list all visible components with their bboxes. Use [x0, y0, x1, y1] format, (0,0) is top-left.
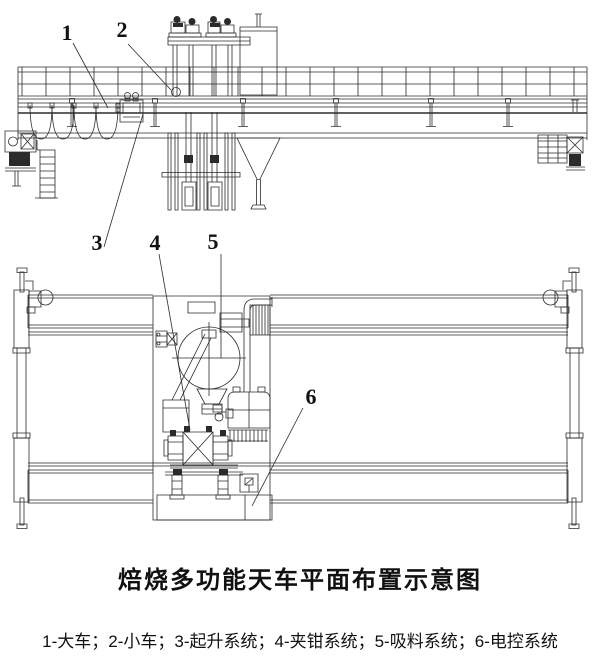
- callout-2-number: 2: [117, 17, 128, 42]
- callout-4: 4: [150, 230, 191, 430]
- clamp-cylinder-right: [216, 469, 230, 499]
- elevation-view: [5, 14, 587, 210]
- travel-motor-left: [25, 281, 53, 313]
- callout-2: 2: [117, 17, 172, 90]
- discharge-hopper: [197, 389, 227, 414]
- platform-tank: [240, 14, 277, 95]
- railing-posts: [22, 67, 574, 96]
- trolley-rail-bottom: [28, 463, 568, 466]
- buffer-top-left: [17, 268, 27, 292]
- callout-5-number: 5: [208, 229, 219, 254]
- access-ladder: [35, 140, 58, 198]
- clamp-cylinder-left: [170, 469, 184, 499]
- inclined-arm: [163, 334, 211, 432]
- crane-drawing: 1 2 3 4 5 6: [0, 0, 600, 545]
- callout-5: 5: [208, 229, 222, 358]
- electric-control-cabinet: [157, 495, 272, 520]
- end-carriage-right-plan: [543, 268, 583, 529]
- plan-view: [13, 268, 583, 529]
- callout-1: 1: [62, 20, 109, 108]
- callout-6: 6: [252, 384, 317, 506]
- callout-3-number: 3: [92, 230, 103, 255]
- side-bracket-motor: [156, 331, 177, 347]
- trolley-rail-top: [28, 332, 568, 335]
- crane-drawing-svg: 1 2 3 4 5 6: [0, 0, 600, 545]
- diagram-title: 焙烧多功能天车平面布置示意图: [118, 567, 482, 594]
- end-carriage-left-plan: [13, 268, 53, 529]
- trolley-wheel: [172, 88, 181, 97]
- platform-legs: [173, 45, 232, 96]
- pump-unit-a: [169, 16, 201, 37]
- buffer-top-right: [569, 268, 579, 292]
- blower-motor: [220, 305, 270, 335]
- hoist-unit: [116, 93, 143, 123]
- callout-4-number: 4: [150, 230, 161, 255]
- machinery-platform: [168, 14, 277, 96]
- trolley-hatch: [188, 302, 215, 313]
- pump-unit-b: [206, 16, 236, 37]
- end-carriage-left-elevation: [5, 131, 58, 198]
- junction-box: [240, 474, 258, 492]
- buffer-bottom-left: [17, 498, 27, 529]
- suction-vessel: [172, 322, 246, 396]
- callout-6-number: 6: [306, 384, 317, 409]
- callout-3: 3: [92, 114, 144, 255]
- trolley-plan: [153, 296, 272, 520]
- girders-plan: [28, 295, 568, 503]
- comb-row: [228, 430, 268, 442]
- buffer-bottom-right: [569, 498, 579, 529]
- legend-line: 1-大车；2-小车；3-起升系统；4-夹钳系统；5-吸料系统；6-电控系统: [42, 632, 558, 651]
- callouts: 1 2 3 4 5 6: [62, 17, 317, 506]
- suction-pipe: [244, 297, 272, 392]
- girder-hanger-stubs: [67, 99, 513, 127]
- clamp-hangers-elevation: [162, 112, 240, 210]
- festoon-cable: [28, 103, 120, 139]
- end-carriage-right-elevation: [538, 135, 585, 170]
- bridge-girder-elevation: [18, 67, 587, 140]
- clamp-mechanism: [164, 426, 243, 499]
- callout-1-number: 1: [62, 20, 73, 45]
- pump-fittings: [213, 405, 233, 421]
- filter-tank: [228, 387, 270, 442]
- travel-motor-right: [543, 281, 571, 313]
- suction-hopper-elevation: [237, 138, 280, 209]
